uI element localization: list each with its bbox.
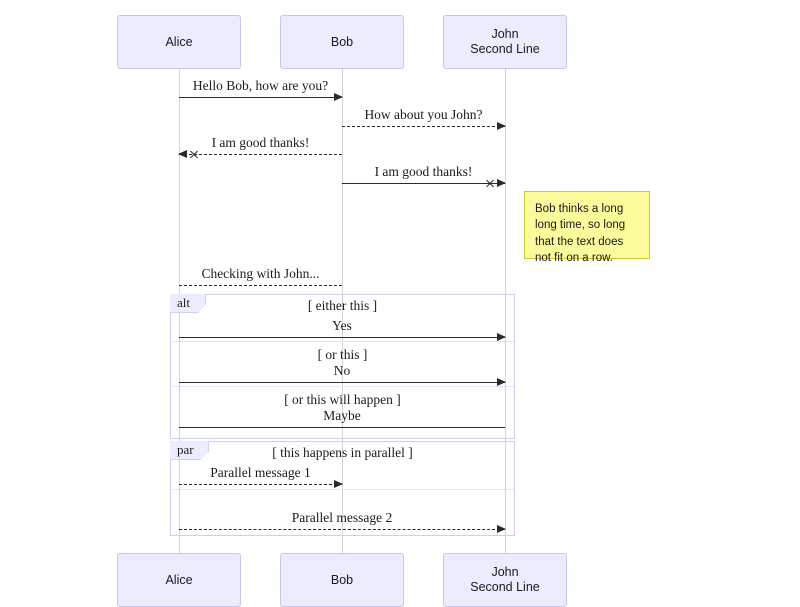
message-label: I am good thanks! xyxy=(374,164,473,179)
arrowhead-right-icon xyxy=(497,377,506,386)
lifeline-john xyxy=(505,69,506,553)
participant-label: Bob xyxy=(330,34,354,49)
participant-label: Alice xyxy=(165,572,193,587)
fragment-content-par-fragment: Parallel message 1 Parallel message 2 xyxy=(170,441,515,536)
message-line xyxy=(179,154,342,155)
arrowhead-right-icon xyxy=(497,524,506,533)
message-line xyxy=(342,126,505,127)
fragment-condition: [ either this ] xyxy=(307,298,378,313)
lifeline-bob xyxy=(342,69,343,553)
fragment-separator xyxy=(170,489,515,490)
participant-label: John Second Line xyxy=(470,565,540,594)
participant-header-bob[interactable]: Bob xyxy=(280,15,404,69)
fragment-condition: [ or this ] xyxy=(317,347,368,362)
message-label: Maybe xyxy=(323,408,361,423)
note-box: Bob thinks a long long time, so long tha… xyxy=(524,191,650,264)
fragment-condition: [ this happens in parallel ] xyxy=(272,445,413,460)
fragment-tag-alt: alt xyxy=(170,294,206,313)
arrowhead-right-icon xyxy=(497,178,506,187)
arrowhead-right-icon xyxy=(497,332,506,341)
message-label: Parallel message 2 xyxy=(291,510,393,525)
message-line xyxy=(179,427,505,428)
message-label: Yes xyxy=(332,318,352,333)
fragment-separator xyxy=(170,386,515,387)
arrowhead-right-icon xyxy=(334,479,343,488)
arrowhead-right-icon xyxy=(334,92,343,101)
message-label: No xyxy=(333,363,351,378)
message-label: I am good thanks! xyxy=(211,135,310,150)
fragment-alt-fragment xyxy=(170,294,515,439)
message-line xyxy=(179,285,342,286)
arrowhead-right-icon xyxy=(497,121,506,130)
participant-footer-john[interactable]: John Second Line xyxy=(443,553,567,607)
message-line xyxy=(179,529,505,530)
message-label: Checking with John... xyxy=(201,266,320,281)
message-label: Parallel message 1 xyxy=(210,465,311,480)
fragment-par-fragment xyxy=(170,441,515,536)
message-line xyxy=(179,97,342,98)
arrowhead-left-icon xyxy=(178,149,187,158)
message-line xyxy=(179,484,342,485)
message-line xyxy=(342,183,505,184)
participant-header-alice[interactable]: Alice xyxy=(117,15,241,69)
message-line xyxy=(179,337,505,338)
participant-label: Bob xyxy=(330,572,354,587)
fragment-separator xyxy=(170,341,515,342)
fragment-tag-par: par xyxy=(170,441,209,460)
participant-footer-alice[interactable]: Alice xyxy=(117,553,241,607)
message-line xyxy=(179,382,505,383)
message-label: How about you John? xyxy=(364,107,483,122)
participant-footer-bob[interactable]: Bob xyxy=(280,553,404,607)
participant-label: Alice xyxy=(165,34,193,49)
participant-header-john[interactable]: John Second Line xyxy=(443,15,567,69)
fragment-condition: [ or this will happen ] xyxy=(284,392,401,407)
message-label: Hello Bob, how are you? xyxy=(192,78,329,93)
participant-label: John Second Line xyxy=(470,27,540,56)
